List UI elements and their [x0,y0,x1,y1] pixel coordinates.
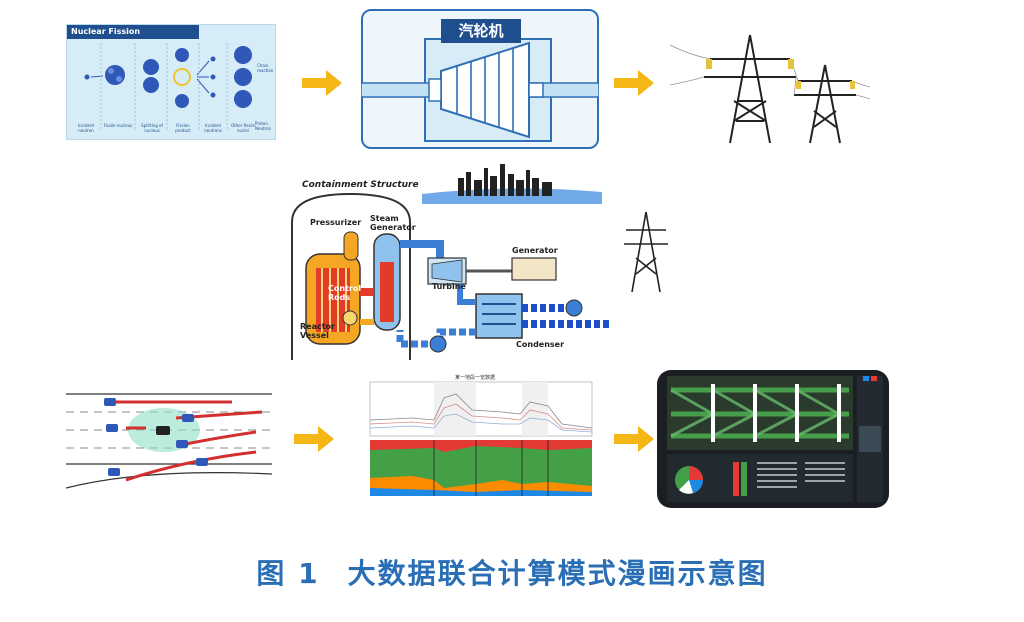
arrow-right-icon [294,426,334,452]
line-chart-illustration [369,381,593,437]
charts-title: 某一地段一览数据 [454,375,495,381]
fission-product-icon [173,48,191,108]
pump-icon [565,299,583,317]
fission-stage-6: Other fissile nuclei [231,123,255,133]
turbine-label: 汽轮机 [458,22,504,40]
other-fissile-nuclei-icon [234,46,252,108]
arrow-right-icon [302,70,342,96]
car-icon [104,398,116,406]
turbine-illustration [361,19,599,142]
containment-label: Containment Structure [302,180,419,190]
fission-stage-1: Incident neutron [77,123,95,133]
data-charts-panel: 某一地段一览数据 [352,374,598,498]
chain-reaction-label: Chain reaction [257,63,274,73]
legend-neutron: Neutron [255,126,272,131]
fission-illustration [84,43,252,129]
fission-stage-2: Fissile nucleus [103,123,133,128]
fission-legend: Proton Neutron [255,121,271,131]
car-icon [196,458,208,466]
car-icon [108,468,120,476]
fission-stage-3: Splitting of nucleus [141,123,163,133]
steam-generator-label: Steam Generator [370,214,416,232]
arrow-right-icon [614,70,654,96]
figure-caption: 图 1 大数据联合计算模式漫画示意图 [0,552,1024,592]
transmission-tower-icon [624,211,668,293]
pressurizer-icon [343,231,359,261]
plant-illustration [291,192,610,360]
nuclear-fission-title: Nuclear Fission [67,25,199,39]
fissile-nucleus-icon [105,65,125,85]
nuclear-plant-panel: Containment Structure [290,172,620,360]
pressurizer-label: Pressurizer [310,218,362,227]
transmission-tower-icon [794,64,856,144]
condenser-icon [475,293,523,339]
car-icon [182,414,194,422]
traffic-illustration [66,388,272,496]
car-icon [176,440,188,448]
splitting-nucleus-icon [143,59,159,93]
generator-icon [511,257,557,281]
dashboard-illustration [667,376,883,502]
fission-stage-4: Fission product [175,123,191,133]
car-icon [106,424,118,432]
pump-icon [342,310,358,326]
fission-stage-5: Incident neutrons [204,123,222,133]
condenser-label: Condenser [516,340,565,349]
legend-proton: Proton [255,121,268,126]
stacked-area-chart-illustration [370,440,592,496]
reactor-vessel-label: Reactor Vessel [300,322,335,340]
arrow-right-icon [614,426,654,452]
generator-label: Generator [512,246,558,255]
figure-number: 图 1 [256,557,320,590]
ego-vehicle-icon [156,426,170,435]
pump-icon [429,335,447,353]
figure-title: 大数据联合计算模式漫画示意图 [347,557,768,590]
dashboard-panel [657,370,889,508]
pie-chart-icon [675,466,703,494]
nuclear-fission-panel: Nuclear Fission Incident neutron Fissile… [66,24,276,140]
turbine-label: Turbine [432,282,466,291]
control-rods-label: Control Rods [328,284,362,302]
city-skyline-illustration [422,164,602,204]
transmission-tower-icon [704,34,796,144]
turbine-panel: 汽轮机 [361,9,599,149]
power-towers-illustration [670,34,870,144]
